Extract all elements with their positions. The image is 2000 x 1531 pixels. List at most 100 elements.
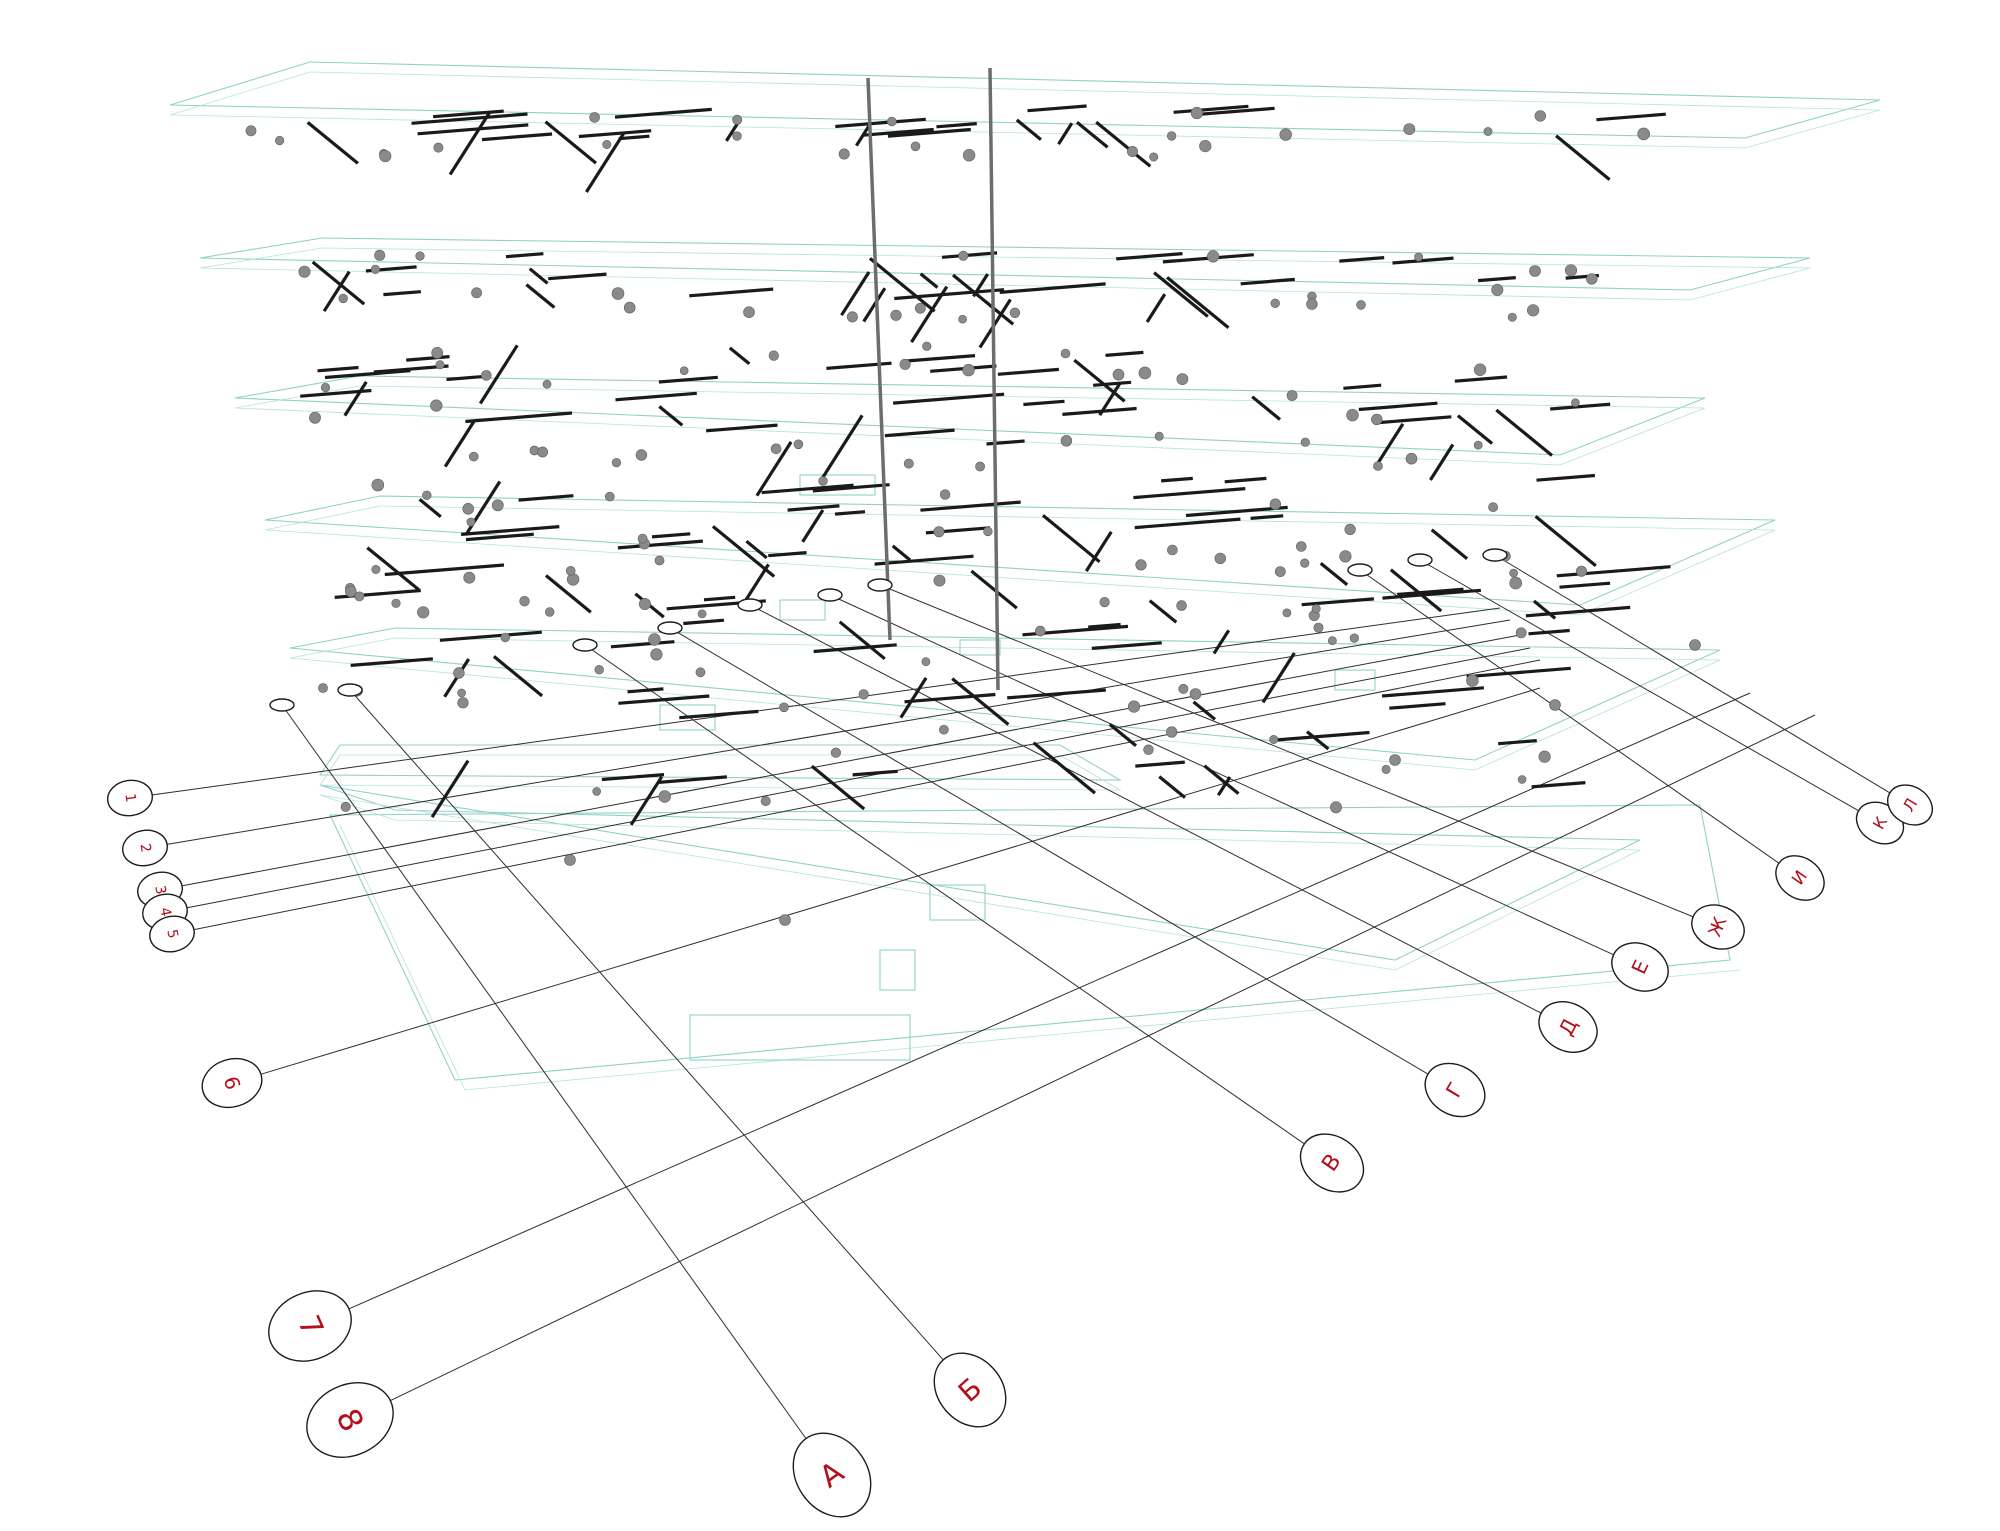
wall-segment [840,271,871,317]
wall-segment [525,283,556,309]
slab-box [879,949,916,991]
wall-segment [1556,565,1671,578]
node-sphere [1143,744,1154,755]
wall-segment [1319,561,1349,587]
wall-segment [1389,568,1443,613]
node-sphere [371,564,381,574]
axis-bubble-number: 6 [201,1057,263,1109]
node-sphere [1517,775,1527,784]
node-sphere [921,657,931,667]
wall-segment [1532,599,1557,620]
wall-segment [1153,271,1209,318]
wall-segment [311,260,366,306]
node-sphere [1403,123,1416,136]
wall-segment [820,414,864,481]
wall-segment [826,361,892,370]
wall-segment [683,618,725,626]
node-sphere [914,302,926,314]
wall-segment [855,124,871,147]
node-sphere [939,489,951,500]
node-sphere [1060,435,1073,447]
axis-bubble-circle [306,1382,394,1458]
wall-segment [651,532,691,539]
wall-segment [544,574,592,614]
node-sphere [658,790,671,803]
axis-line-letter [879,584,1696,919]
node-sphere [1344,523,1356,536]
wall-segment [578,129,652,139]
node-sphere [1571,398,1580,408]
axis-bubble-circle [1775,855,1825,901]
node-sphere [466,517,476,527]
node-sphere [544,607,555,617]
wall-segment [1373,423,1405,470]
node-sphere [1270,298,1280,308]
wall-segment [711,525,776,578]
node-sphere [1346,408,1359,422]
wall-segment [406,355,450,362]
node-sphere [958,314,967,324]
axis-bubble-circle [122,829,168,867]
node-sphere [1009,307,1021,318]
node-sphere [457,697,469,709]
axis-bubble-circle [1299,1133,1365,1193]
node-sphere [1483,127,1493,136]
node-sphere [1154,431,1164,441]
slab-outline [234,375,1706,456]
node-sphere [1176,373,1189,385]
wall-segment [384,563,505,577]
node-sphere [370,264,381,275]
node-sphere [958,250,969,261]
wall-segment [1135,760,1185,768]
node-sphere [1529,265,1541,277]
wall-segment [689,287,774,298]
node-sphere [379,150,392,163]
node-sphere [468,451,479,462]
wall-segment [884,428,955,438]
node-sphere [1190,106,1203,120]
wall-segment [1382,588,1482,600]
wall-segment [1536,473,1596,482]
node-sphere [245,125,257,137]
node-sphere [1127,700,1141,713]
slab-outline [169,61,1881,139]
slab-edge [264,505,1776,616]
axis-line-number [257,687,1541,1076]
axis-line-letter [281,704,810,1443]
axis-start-marker [269,698,295,712]
node-sphere [933,574,946,587]
wall-segment [1430,528,1469,560]
node-sphere [611,287,625,300]
node-sphere [1306,298,1318,310]
node-sphere [415,251,425,261]
node-sphere [371,478,385,492]
node-sphere [1282,608,1292,618]
wall-segment [478,344,519,405]
wall-segment [317,365,359,373]
wall-segment [894,288,1005,301]
wall-segment [834,510,866,516]
slab-edge [289,637,1721,771]
axis-bubble-letter: Б [933,1352,1007,1428]
wall-segment [518,494,574,502]
node-sphere [519,595,530,607]
node-sphere [431,346,444,359]
wall-segment [618,134,650,141]
node-sphere [1491,283,1504,296]
slab-box [929,884,986,921]
axis-line-number [184,647,1531,909]
axis-bubble-label: 3 [151,884,168,896]
wall-segment [1091,641,1162,650]
wall-segment [418,498,442,518]
node-sphere [1286,390,1298,401]
node-sphere [471,287,482,299]
axis-bubble-letter: Г [1424,1062,1486,1118]
node-sphere [1189,688,1202,700]
node-sphere [309,411,321,424]
axis-bubble-letter: А [792,1432,872,1518]
wall-segment [705,423,778,433]
axis-line-number [149,607,1501,796]
node-sphere [635,449,648,461]
axis-line-letter [584,644,1308,1147]
